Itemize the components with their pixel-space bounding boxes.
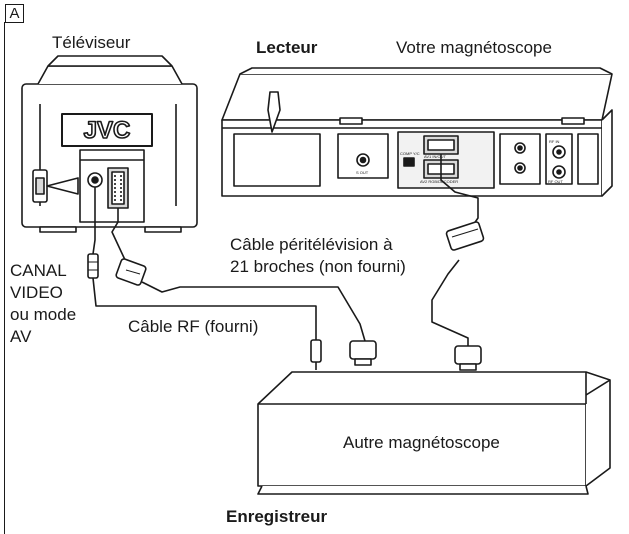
tv-logo: JVC [84, 117, 131, 144]
scart-plug [454, 345, 482, 371]
scart-cable-label-line2: 21 broches (non fourni) [230, 257, 406, 276]
player-vcr [221, 67, 613, 197]
panel-label-comp: COMP Y/C [400, 151, 420, 156]
left-border-line [4, 22, 5, 534]
scart-cable-label-line1: Câble péritélévision à [230, 235, 393, 254]
recorder-role-label: Enregistreur [226, 507, 328, 526]
scart-cable-player [431, 154, 479, 346]
recorder-vcr [257, 371, 611, 495]
scart-plug [349, 340, 377, 366]
player-role-label: Lecteur [256, 38, 318, 57]
panel-label-av1: AV1 IN/OUT [424, 154, 446, 159]
panel-label-s-out: S OUT [356, 170, 369, 175]
scart-plug [445, 221, 485, 251]
player-name-label: Votre magnétoscope [396, 38, 552, 57]
rf-cable-label: Câble RF (fourni) [128, 317, 259, 336]
channel-label-line2: VIDEO [10, 283, 63, 302]
figure-badge: A [5, 4, 24, 23]
other-vcr-label: Autre magnétoscope [343, 433, 500, 452]
channel-label-line1: CANAL [10, 261, 67, 280]
rf-plug [310, 339, 322, 370]
panel-label-av2: AV2 RGB/DECODER [420, 179, 458, 184]
panel-label-rf-out: RF OUT [548, 179, 563, 184]
tv-label: Téléviseur [52, 33, 131, 52]
tv-set: JVC [21, 55, 198, 233]
panel-label-rf-in: RF IN [549, 139, 560, 144]
channel-label-line3: ou mode [10, 305, 77, 324]
scart-cable-tv [111, 208, 366, 342]
rf-plug [87, 253, 99, 279]
rf-cable [92, 187, 317, 340]
scart-plug [115, 258, 147, 286]
channel-label-line4: AV [10, 327, 32, 346]
